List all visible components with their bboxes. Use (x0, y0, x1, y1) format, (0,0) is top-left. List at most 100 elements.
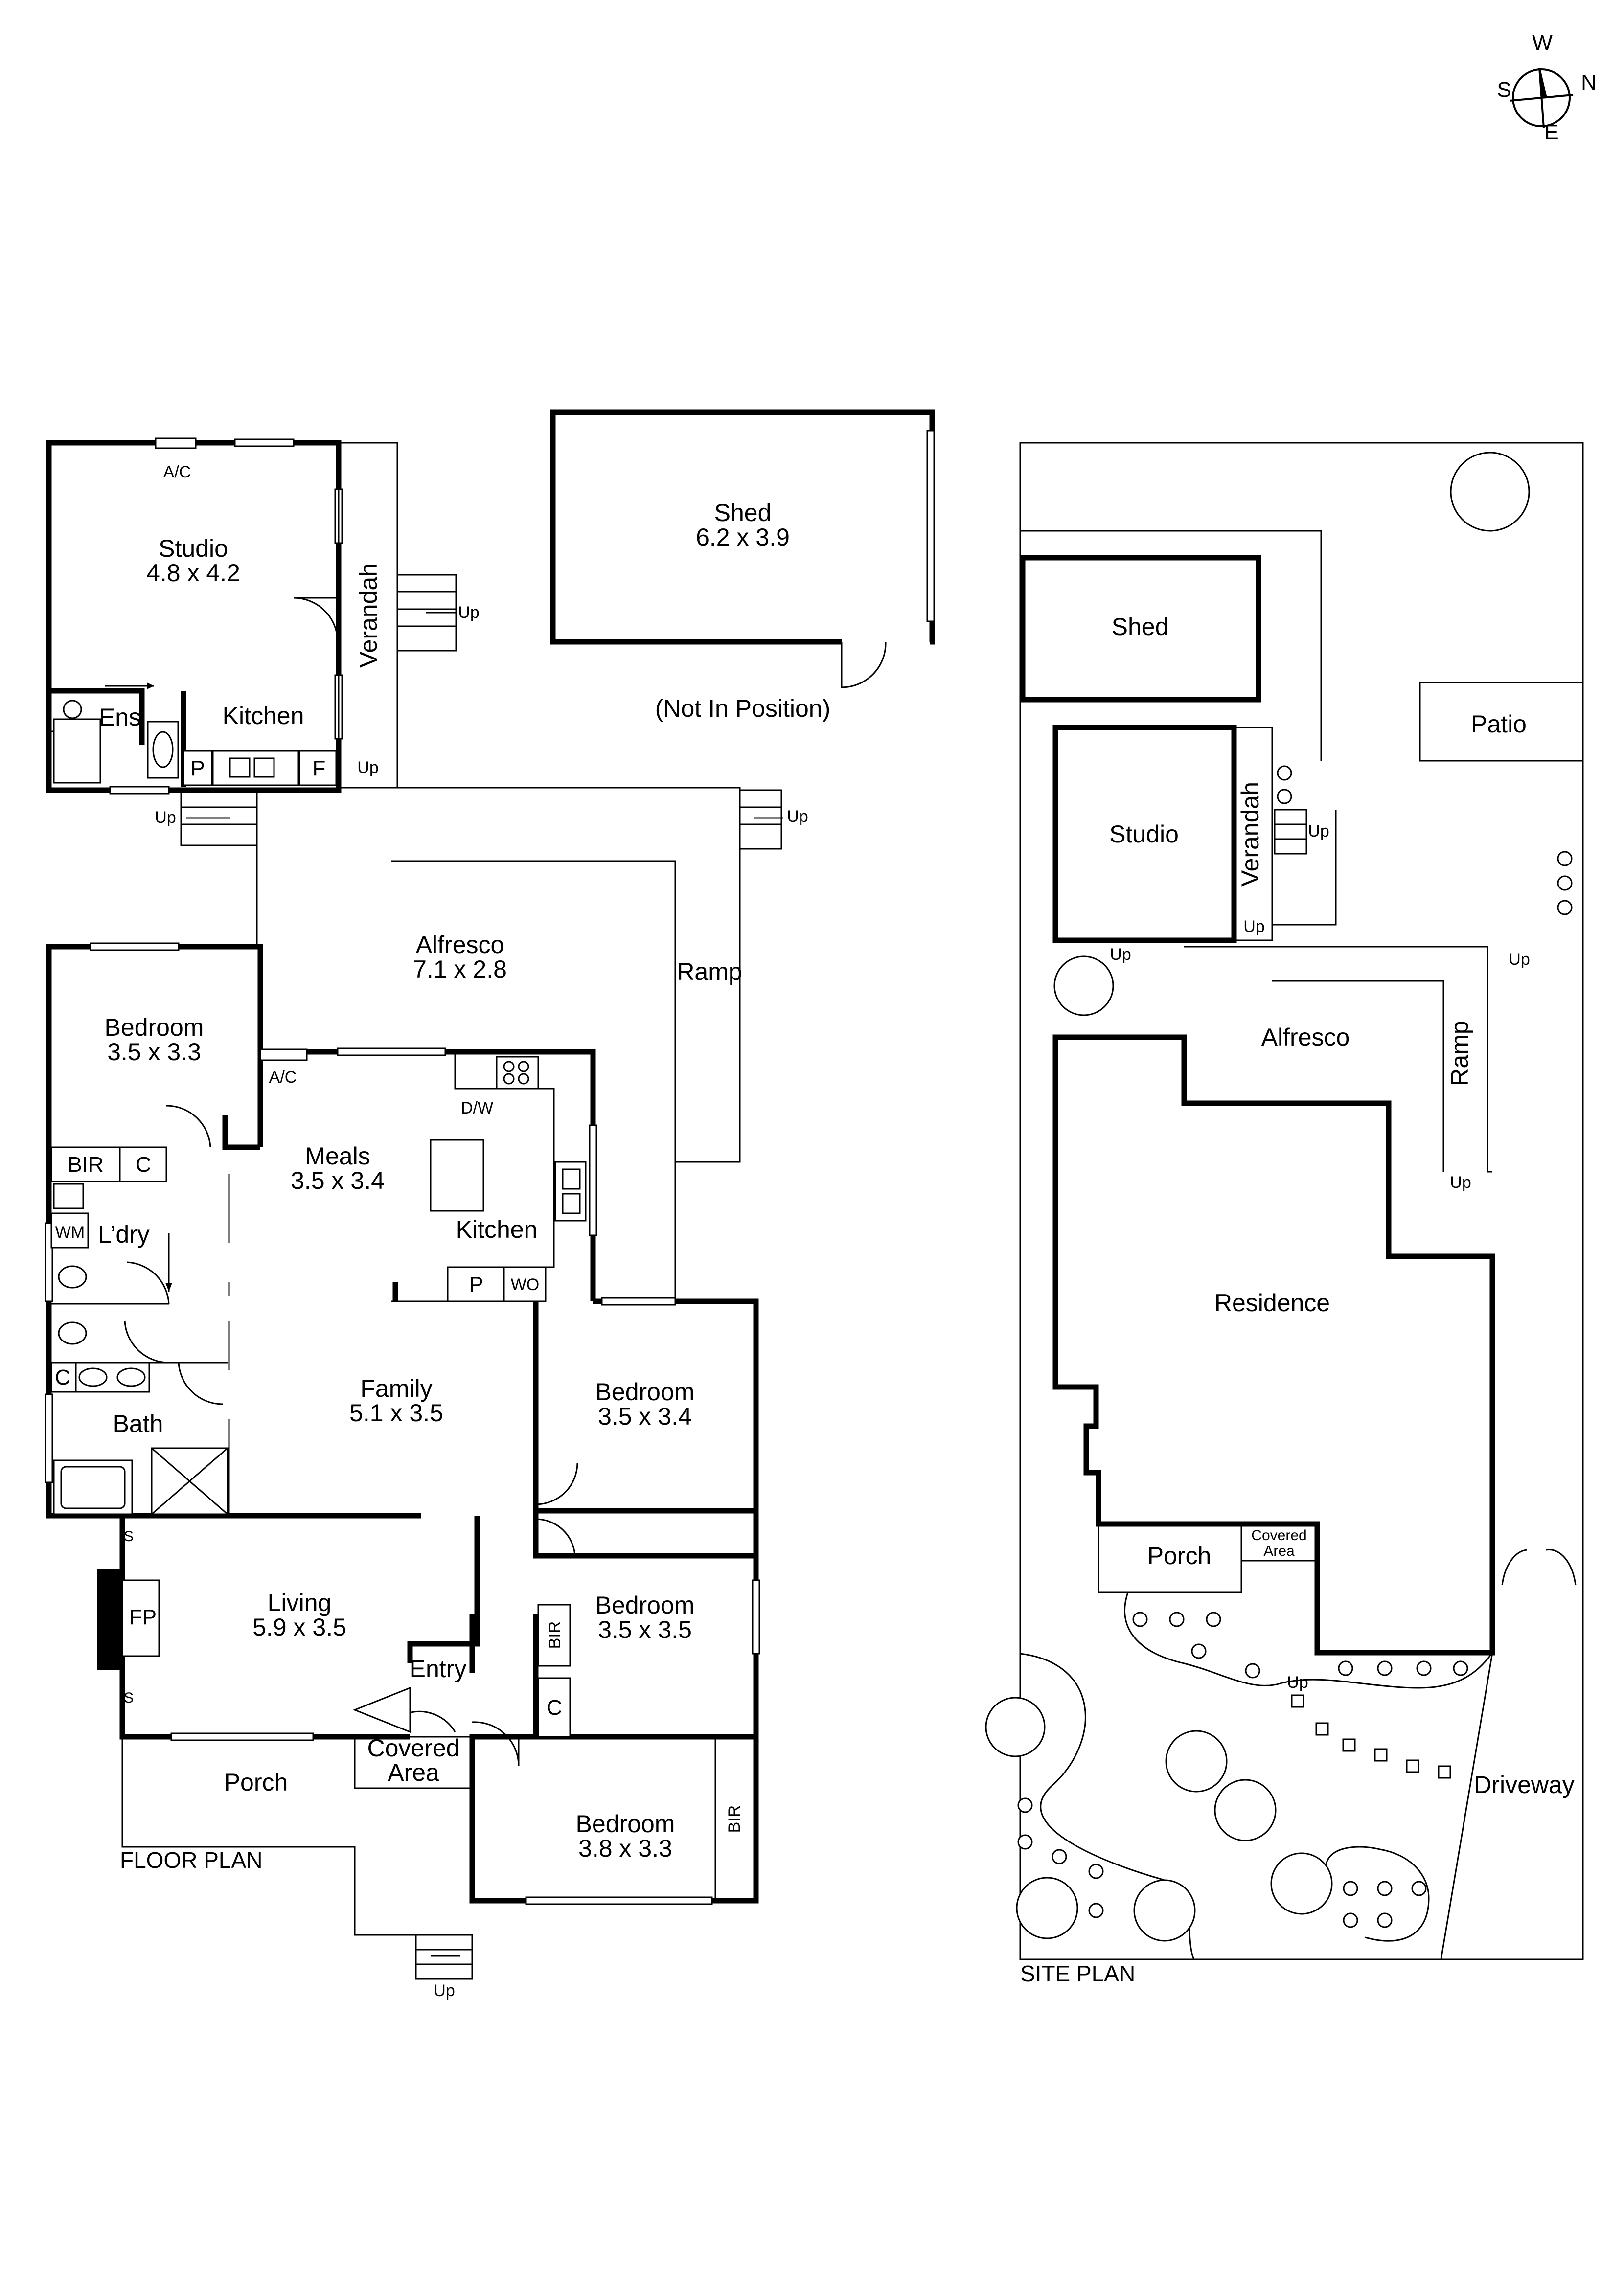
site-studio-label: Studio (1109, 820, 1179, 848)
laundry-label: L’dry (98, 1221, 150, 1248)
studio-ac-label: A/C (163, 463, 191, 481)
bedroom3-bir-label: BIR (546, 1621, 564, 1649)
site-driveway-label: Driveway (1474, 1771, 1575, 1798)
kitchen-wo-label: WO (511, 1275, 540, 1294)
site-plan: Shed Patio Studio Verandah Up Up Alfresc… (985, 442, 1584, 1986)
bath-cupboard-label: C (55, 1365, 70, 1389)
kitchen-fixtures (430, 1054, 587, 1302)
bedroom3-cupboard-label: C (547, 1696, 562, 1720)
site-porch-up-label: Up (1287, 1673, 1308, 1692)
verandah-steps (396, 574, 457, 652)
house-windows (45, 942, 760, 1905)
shed-note: (Not In Position) (655, 695, 830, 722)
floor-plan-heading: FLOOR PLAN (120, 1847, 262, 1873)
kitchen-pantry-label: P (469, 1273, 483, 1296)
site-covered-area-line1: Covered (1251, 1527, 1306, 1544)
shed-dims: 6.2 x 3.9 (696, 523, 790, 551)
cupboard1-label: C (136, 1153, 151, 1177)
verandah-label: Verandah (355, 563, 382, 668)
meals-dims: 3.5 x 3.4 (291, 1167, 385, 1194)
site-ramp-bottom-up-label: Up (1450, 1173, 1471, 1192)
washing-machine-label: WM (55, 1223, 85, 1242)
site-ramp-up-label: Up (1509, 950, 1530, 969)
ramp-up-label: Up (787, 807, 808, 826)
fireplace (97, 1517, 160, 1737)
porch-up-label: Up (434, 1981, 455, 2000)
site-steps-up-label: Up (1308, 822, 1329, 841)
compass-icon (1509, 67, 1574, 129)
floor-plan: Studio 4.8 x 4.2 A/C Ens Kitchen P F Ver… (45, 409, 935, 2000)
studio-pantry-label: P (190, 756, 205, 780)
compass-w-label: W (1532, 31, 1553, 55)
bedroom2-dims: 3.5 x 3.4 (598, 1403, 692, 1430)
fireplace-label: FP (129, 1605, 157, 1629)
studio-dims: 4.8 x 4.2 (146, 559, 240, 587)
site-verandah-up-label: Up (1243, 917, 1264, 936)
site-tree-icons (985, 452, 1530, 1942)
site-ramp-label: Ramp (1446, 1021, 1473, 1086)
shed-walls (550, 409, 935, 688)
meals-ac-label: A/C (269, 1068, 297, 1087)
living-dims: 5.9 x 3.5 (252, 1614, 346, 1641)
site-stepping-stones (1291, 1694, 1451, 1779)
site-alfresco-up-label: Up (1110, 945, 1131, 964)
site-shed (1020, 555, 1261, 703)
bedroom4-bir-label: BIR (725, 1805, 744, 1833)
covered-area-label-line2: Area (388, 1759, 439, 1786)
laundry-fixtures (50, 1146, 172, 1345)
bedroom3-label: Bedroom (595, 1591, 695, 1619)
site-alfresco-inner (1272, 980, 1444, 1172)
site-porch-label: Porch (1147, 1542, 1212, 1569)
site-verandah (1233, 727, 1273, 941)
site-verandah-steps (1274, 809, 1307, 855)
entry-label: Entry (410, 1655, 467, 1682)
bedroom3-dims: 3.5 x 3.5 (598, 1616, 692, 1643)
site-shed-label: Shed (1112, 613, 1169, 640)
site-driveway-edge (1440, 1652, 1493, 1960)
site-path-2 (1271, 761, 1337, 926)
bath-fixtures (50, 1362, 229, 1515)
alfresco-outline (180, 787, 783, 1301)
shelf-bottom-label: S (124, 1690, 134, 1706)
living-label: Living (268, 1589, 332, 1616)
ramp-label: Ramp (677, 958, 742, 985)
site-verandah-label: Verandah (1236, 782, 1264, 887)
site-covered-area (1240, 1523, 1318, 1562)
alfresco-dims: 7.1 x 2.8 (413, 955, 507, 983)
site-alfresco-outline (1184, 946, 1492, 1173)
site-plan-heading: SITE PLAN (1020, 1961, 1135, 1986)
family-dims: 5.1 x 3.5 (349, 1399, 443, 1427)
bir1-label: BIR (68, 1153, 103, 1177)
kitchen-label: Kitchen (456, 1216, 538, 1243)
porch-label: Porch (224, 1769, 288, 1796)
studio-label: Studio (159, 535, 228, 562)
bedroom4-dims: 3.8 x 3.3 (578, 1835, 672, 1862)
studio-walls (46, 437, 343, 795)
bedroom3-bir-box (537, 1604, 571, 1667)
verandah-up-label: Up (458, 603, 479, 622)
site-alfresco-label: Alfresco (1261, 1023, 1350, 1051)
alfresco-label: Alfresco (416, 931, 504, 958)
house-doors (124, 1105, 578, 1767)
ensuite-label: Ens (99, 704, 141, 731)
studio-kitchen-label: Kitchen (223, 702, 304, 729)
site-boundary (1019, 442, 1584, 1960)
site-patio (1419, 682, 1584, 762)
bedroom2-label: Bedroom (595, 1378, 695, 1406)
site-gate (1501, 1548, 1577, 1586)
porch-outline (121, 1736, 473, 1980)
family-label: Family (360, 1375, 432, 1402)
site-patio-label: Patio (1471, 710, 1527, 738)
site-path-1 (1020, 530, 1322, 761)
bedroom4-label: Bedroom (576, 1810, 675, 1838)
site-shrub-icons (1017, 765, 1573, 1928)
site-covered-area-line2: Area (1263, 1543, 1295, 1559)
site-garden-bed-2 (1124, 1592, 1493, 1689)
shelf-top-label: S (124, 1528, 134, 1545)
meals-label: Meals (305, 1142, 370, 1170)
site-garden-bed-3 (1325, 1846, 1430, 1942)
compass-n-label: N (1581, 70, 1597, 94)
covered-area-label-line1: Covered (367, 1734, 460, 1762)
compass-s-label: S (1497, 78, 1511, 102)
